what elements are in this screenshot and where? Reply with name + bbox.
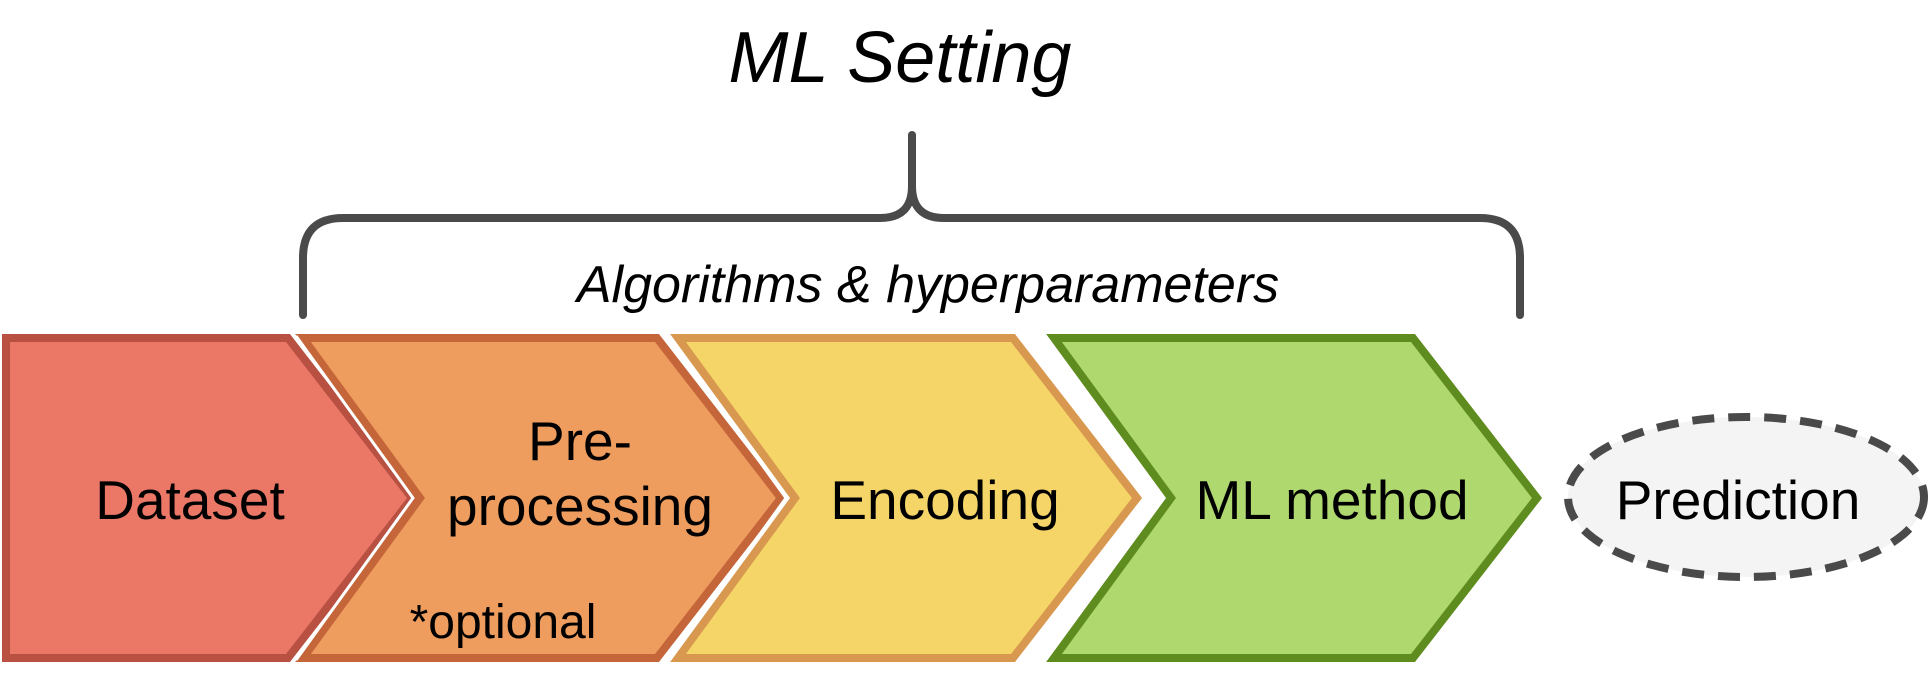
stage-dataset: [2, 334, 418, 662]
curly-brace: [299, 131, 1524, 319]
stage-encoding: [670, 334, 1143, 662]
stage-ml-method: [1046, 334, 1543, 662]
brace-label: Algorithms & hyperparameters: [574, 256, 1279, 314]
separator-line: [294, 335, 415, 661]
stage-label-preprocessing-line1: Pre-: [528, 410, 632, 472]
diagram-title: ML Setting: [729, 18, 1072, 98]
separator-line: [667, 335, 788, 661]
optional-note: *optional: [410, 596, 597, 649]
prediction-label: Prediction: [1616, 469, 1861, 531]
stage-preprocessing: [295, 334, 787, 662]
stage-label-dataset: Dataset: [95, 469, 285, 531]
separator-line: [1043, 335, 1164, 661]
stage-label-ml-method: ML method: [1195, 469, 1468, 531]
prediction-node: [1564, 413, 1928, 581]
stage-label-encoding: Encoding: [830, 469, 1059, 531]
stage-label-preprocessing-line2: processing: [447, 475, 713, 537]
